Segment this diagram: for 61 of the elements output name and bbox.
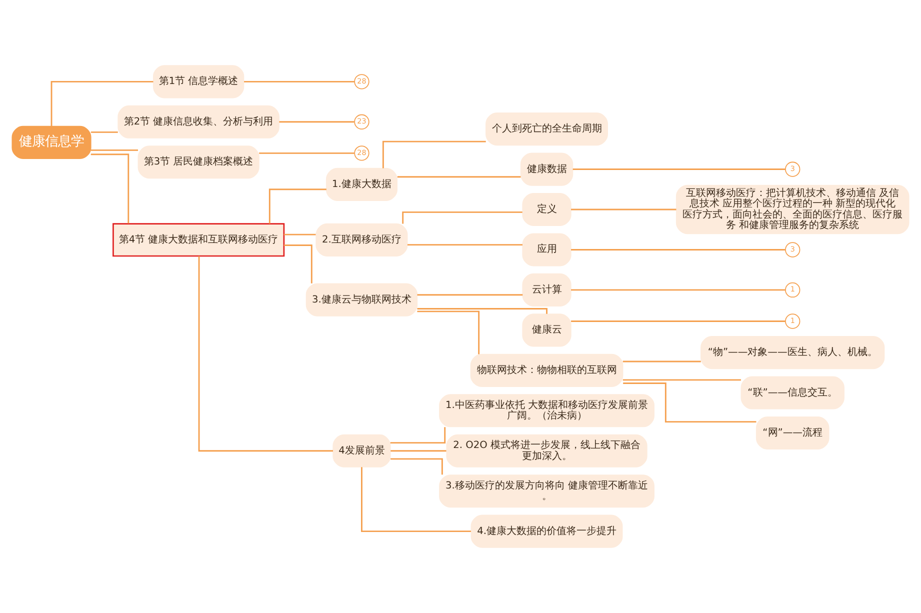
connector (284, 234, 316, 236)
connector (397, 176, 521, 178)
connector (417, 308, 548, 314)
node-box: 物联网技术：物物相联的互联网 (470, 354, 624, 387)
node-box: 4.健康大数据的价值将一步提升 (470, 514, 623, 548)
connector (382, 140, 486, 168)
connector (571, 289, 786, 291)
node-box: 1.中医药事业依托 大数据和移动医疗发展前景广阔。（治未病） (439, 394, 654, 428)
node-box: 互联网移动医疗：把计算机技术、移动通信 及信息技术 应用整个医疗过程的一种 新型的现代化医疗方式，面向社会的、全面的医疗信息、医疗服务 和健康管理服务的复杂系统 (676, 184, 910, 234)
connector (417, 310, 480, 354)
node-box: 健康数据 (520, 152, 574, 186)
node-circle: 28 (354, 146, 370, 161)
connector (622, 379, 741, 381)
node-box: 2.互联网移动医疗 (316, 223, 408, 256)
connector (390, 427, 446, 444)
node-box: 个人到死亡的全生命周期 (486, 112, 608, 146)
node-box: 1.健康大数据 (326, 168, 398, 202)
connector (407, 244, 522, 246)
node-box: 3.移动医疗的发展方向将向 健康管理不断靠近。 (439, 474, 654, 508)
node-box: 健康云 (522, 314, 572, 347)
node-box: 2. O2O 模式将进一步发展，线上线下融合更加深入。 (446, 434, 648, 468)
connector (417, 294, 523, 296)
node-circle: 28 (354, 74, 370, 90)
node-box: 4发展前景 (332, 434, 391, 468)
node-circle: 1 (785, 314, 800, 329)
connector (50, 80, 154, 126)
connector (198, 256, 333, 452)
connector (571, 320, 786, 322)
node-box: 第1节 信息学概述 (152, 65, 244, 98)
node-box: 应用 (522, 233, 572, 266)
connector (90, 150, 138, 151)
connector (571, 249, 786, 250)
node-circle: 23 (354, 114, 370, 130)
connector (268, 188, 326, 224)
node-box: “联”——信息交互。 (740, 376, 844, 410)
connector (244, 80, 354, 82)
connector (572, 168, 786, 170)
node-box: 第3节 居民健康档案概述 (138, 146, 260, 179)
connector (279, 121, 354, 123)
connector (390, 458, 443, 475)
node-box: 定义 (522, 192, 572, 226)
connector (622, 360, 701, 362)
node-circle: 3 (785, 162, 800, 177)
node-box: “物”——对象——医生、病人、机械。 (700, 336, 885, 370)
node-box: “网”——流程 (756, 416, 830, 450)
node-circle: 3 (785, 242, 800, 258)
node-circle: 1 (785, 282, 800, 298)
connector (90, 131, 118, 133)
node-box: 云计算 (522, 273, 572, 306)
connector (623, 382, 756, 423)
node-box: 第2节 健康信息收集、分析与利用 (118, 105, 280, 138)
connector (284, 244, 312, 284)
node-box: 健康信息学 (12, 126, 92, 159)
node-box: 第4节 健康大数据和互联网移动医疗 (112, 223, 285, 257)
connector (402, 211, 522, 224)
connector (361, 467, 471, 532)
node-box: 3.健康云与物联网技术 (306, 283, 418, 316)
connector (571, 208, 676, 210)
connector (390, 450, 446, 452)
connector (259, 152, 354, 154)
connector (90, 154, 130, 224)
